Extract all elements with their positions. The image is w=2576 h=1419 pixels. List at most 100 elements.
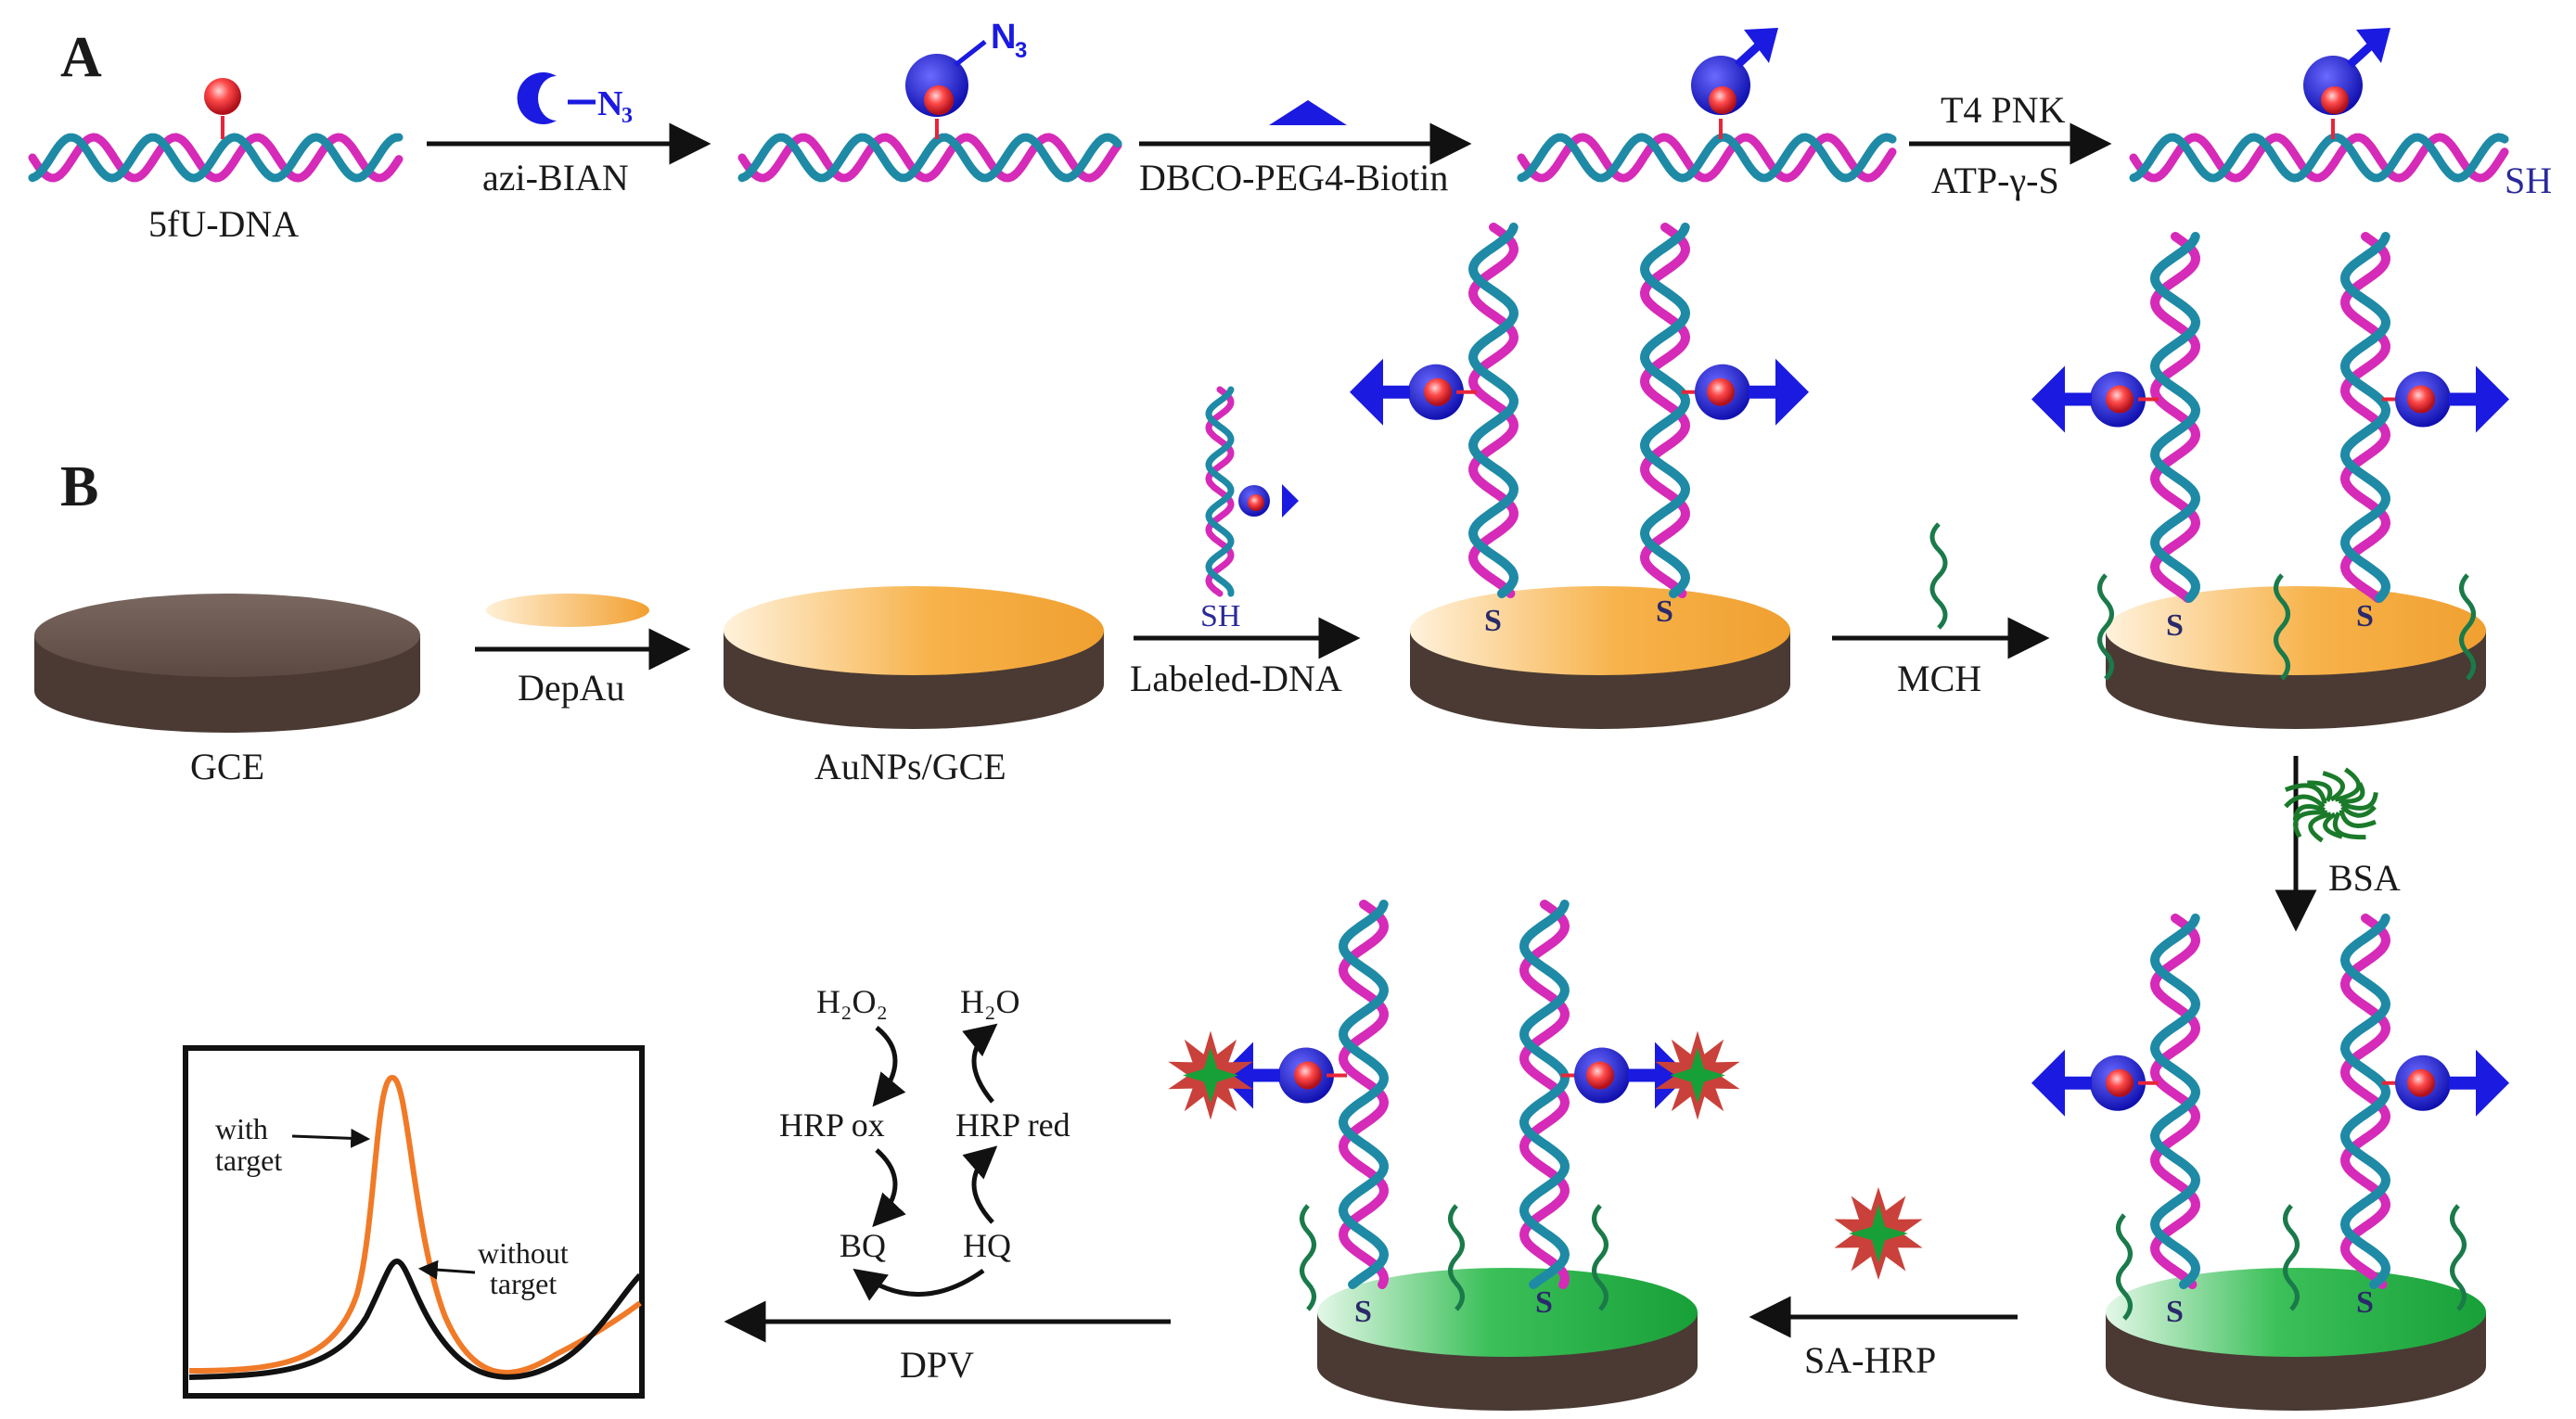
label-s-thiol: S	[2166, 1295, 2184, 1329]
helix-strand	[1517, 133, 1897, 183]
azide-n3-label: N	[991, 18, 1016, 57]
label-s-thiol: S	[2356, 1285, 2374, 1320]
curve-without-target	[188, 1258, 643, 1380]
mch-strand	[1448, 1204, 1465, 1311]
label-depau: DepAu	[518, 667, 625, 709]
depau-gold-icon	[486, 594, 649, 627]
label-mch: MCH	[1897, 658, 1981, 699]
dna-duplex-a2	[737, 133, 1122, 183]
helix-strand	[1517, 133, 1897, 183]
bsa-fiber	[2293, 810, 2327, 838]
biotin-shaft	[2064, 392, 2092, 406]
helix-strand	[1519, 900, 1570, 1289]
bsa-fiber	[2340, 791, 2378, 811]
bsa-icon	[2284, 767, 2378, 843]
helix-strand	[1467, 223, 1519, 598]
bsa-fiber	[2339, 782, 2365, 804]
dna-duplex-a3	[1517, 133, 1897, 183]
label-azi-bian: azi-BIAN	[482, 157, 629, 198]
helix-strand	[2339, 232, 2391, 603]
bsa-fiber	[2332, 812, 2366, 840]
biotin-triangle	[2476, 365, 2509, 433]
label-5fu-dna: 5fU-DNA	[148, 203, 299, 245]
vertical-dna	[1467, 223, 1519, 598]
biotin-arrow-head	[1744, 28, 1778, 63]
label-sh-labeled-dna: SH	[1200, 599, 1240, 633]
fu-red-dot	[2106, 1068, 2134, 1097]
biotin-arrow-head	[2356, 28, 2390, 63]
label-bsa: BSA	[2328, 857, 2401, 899]
fu-red-dot	[2106, 385, 2134, 414]
label-hq: HQ	[963, 1227, 1011, 1264]
dna-duplex-a1	[28, 133, 404, 183]
fu-red-dot	[924, 85, 954, 115]
bsa-fiber	[2339, 809, 2377, 828]
disk-bsa-blocked	[2106, 1268, 2486, 1411]
sa-hrp-icon	[1834, 1187, 1923, 1280]
disk-dna-modified	[1410, 586, 1790, 729]
label-s-thiol: S	[2166, 608, 2184, 643]
redox-cycle: H₂O₂ H₂O HRP ox HRP red BQ HQ	[779, 983, 1070, 1301]
cycle-arrow-top-2	[962, 1023, 998, 1104]
biotin-triangle	[1775, 358, 1809, 426]
dna-duplex-a4	[2129, 133, 2509, 183]
biotin-shaft	[2449, 1076, 2477, 1090]
disk-top	[34, 594, 420, 677]
fu-red-dot	[2407, 1068, 2435, 1097]
electrode-disks	[34, 586, 2486, 1411]
vertical-dna	[1519, 900, 1570, 1289]
labeled-dna-icon	[1205, 386, 1299, 597]
azide-linker	[954, 40, 987, 67]
label-hrp-ox: HRP ox	[779, 1106, 885, 1144]
biotin-arrow-shaft	[2346, 41, 2376, 69]
bsa-fiber	[2334, 767, 2362, 802]
mch-strand	[2459, 573, 2476, 681]
biotin-shaft	[1749, 385, 1776, 399]
dbco-biotin-triangle-icon	[1269, 100, 1347, 125]
vertical-dna	[2339, 232, 2391, 603]
fu-red-dot	[1586, 1061, 1614, 1090]
pointer-with-target	[291, 1128, 371, 1148]
fu-red-dot	[204, 78, 241, 115]
helix-strand	[2339, 914, 2391, 1289]
disk-mch-blocked	[2106, 586, 2486, 729]
biotin-shaft	[1252, 1068, 1280, 1082]
bsa-fiber	[2284, 783, 2327, 805]
label-dpv: DPV	[900, 1344, 974, 1386]
label-without-target-2: target	[490, 1267, 557, 1300]
mch-strand	[2274, 573, 2290, 681]
label-s-thiol: S	[1354, 1295, 1372, 1329]
label-h2o: H₂O	[960, 983, 1020, 1020]
label-sh-row-a: SH	[2505, 160, 2552, 201]
pointer-without-target	[417, 1259, 476, 1280]
helix-strand	[2129, 133, 2509, 183]
dpv-plot: with target without target	[183, 1045, 645, 1399]
bsa-fiber	[2322, 771, 2345, 802]
biotin-triangle	[2031, 365, 2065, 433]
label-dbco-peg4-biotin: DBCO-PEG4-Biotin	[1139, 157, 1448, 198]
vertical-dna	[1639, 223, 1691, 598]
helix-strand	[2129, 133, 2509, 183]
biotin-triangle	[1282, 484, 1299, 518]
disk-gce	[34, 594, 420, 733]
biotin-shaft	[1382, 385, 1410, 399]
sa-hrp-streptavidin-star	[1849, 1204, 1908, 1263]
fu-red-dot	[1707, 377, 1735, 406]
label-h2o2: H₂O₂	[816, 983, 888, 1020]
helix-strand	[737, 133, 1122, 183]
cycle-arrow-mid-1	[872, 1148, 906, 1228]
azide-n3-subscript: 3	[1015, 38, 1027, 63]
label-atp-gamma-s: ATP-γ-S	[1931, 160, 2059, 201]
vertical-dna	[2339, 914, 2391, 1289]
helix-strand	[28, 133, 404, 183]
label-sa-hrp: SA-HRP	[1804, 1339, 1936, 1381]
bsa-fiber	[2307, 780, 2333, 802]
azi-bian-reagent-icon: N 3	[517, 72, 633, 128]
label-t4-pnk: T4 PNK	[1941, 89, 2066, 131]
fu-red-dot	[2321, 86, 2349, 114]
disk-sa-hrp-bound	[1317, 1268, 1698, 1411]
fu-red-dot	[1294, 1061, 1322, 1090]
helix-strand	[2149, 914, 2201, 1289]
bsa-fiber	[2323, 812, 2343, 839]
